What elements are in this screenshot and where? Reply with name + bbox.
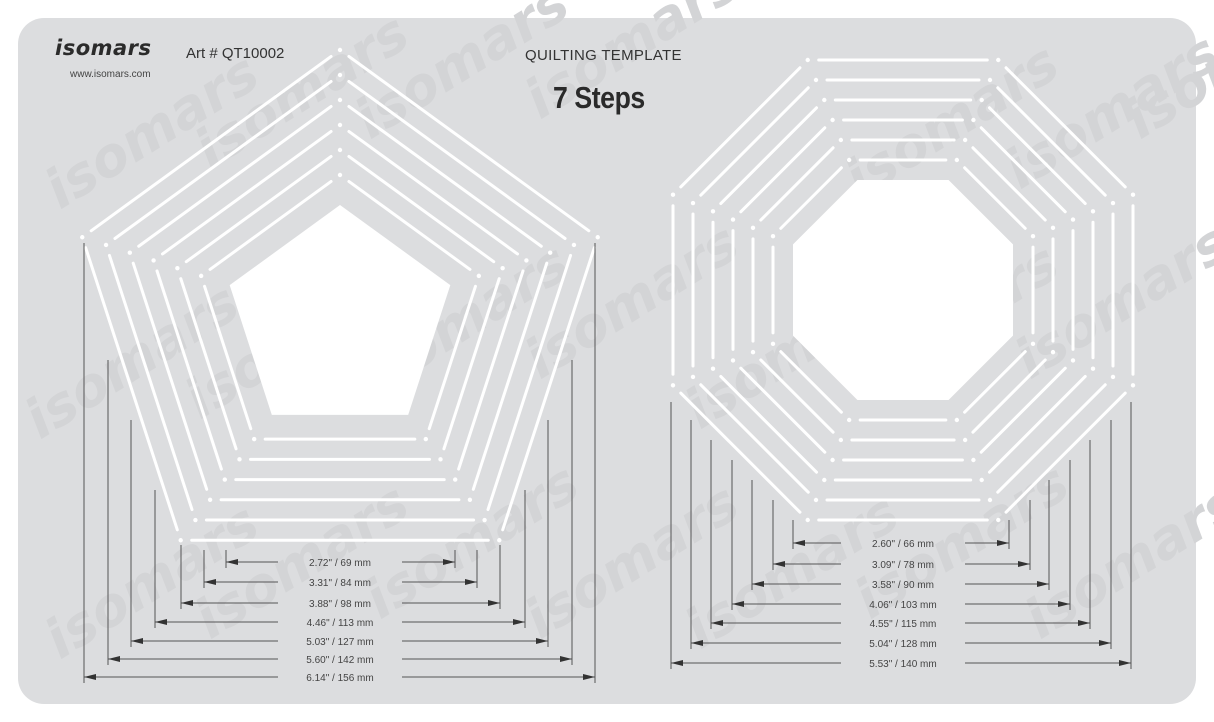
brand-logo: isomars [55, 36, 152, 60]
pentagon-dimension-label: 5.03" / 127 mm [306, 637, 373, 648]
pentagon-dimension-label: 3.88" / 98 mm [309, 599, 371, 610]
page-title: 7 Steps [553, 80, 645, 115]
dimension-lines: 2.72" / 69 mm 3.31" / 84 mm 3.88" / 98 mm 4… [83, 243, 1132, 684]
octagon-dimension-label: 3.58" / 90 mm [872, 580, 934, 591]
website-link[interactable]: www.isomars.com [70, 69, 151, 80]
pentagon-dimension-label: 3.31" / 84 mm [309, 578, 371, 589]
octagon-template [670, 57, 1136, 523]
octagon-dimension-label: 5.53" / 140 mm [869, 659, 936, 670]
octagon-dimension-label: 5.04" / 128 mm [869, 639, 936, 650]
octagon-dimension-label: 4.06" / 103 mm [869, 600, 936, 611]
pentagon-template [80, 47, 600, 543]
template-card [18, 18, 1196, 704]
pentagon-dimension-label: 5.60" / 142 mm [306, 655, 373, 666]
octagon-dimension-label: 3.09" / 78 mm [872, 560, 934, 571]
pentagon-dimension-label: 2.72" / 69 mm [309, 558, 371, 569]
octagon-dimension-label: 2.60" / 66 mm [872, 539, 934, 550]
pentagon-dimension-label: 6.14" / 156 mm [306, 673, 373, 684]
article-number: Art # QT10002 [186, 45, 285, 62]
octagon-dimension-label: 4.55" / 115 mm [870, 619, 937, 630]
pentagon-dimension-label: 4.46" / 113 mm [307, 618, 374, 629]
subtitle: QUILTING TEMPLATE [525, 47, 682, 64]
